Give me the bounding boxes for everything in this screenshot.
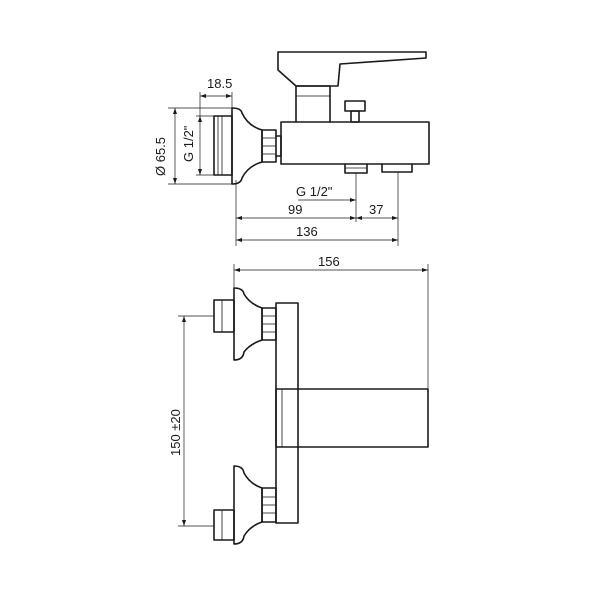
top-escutcheon-lower	[233, 465, 263, 545]
side-lever-handle	[277, 51, 427, 87]
top-view	[213, 287, 429, 545]
dim-inlet-spacing: 150 ±20	[168, 409, 183, 456]
dim-side-inlet-thread: G 1/2"	[181, 125, 196, 162]
side-diverter-stem	[350, 110, 360, 123]
top-view-dimensions: 156 150 ±20	[168, 254, 429, 527]
top-escutcheon-upper	[233, 287, 263, 361]
dim-top-depth: 156	[318, 254, 340, 269]
side-view-dimensions: 18.5 Ø 65.5 G 1/2" G 1/2" 99 37	[153, 76, 399, 246]
dim-side-depth: 136	[296, 224, 318, 239]
side-hex-nut	[261, 129, 277, 163]
side-diverter-knob	[344, 100, 366, 112]
side-shower-outlet	[344, 163, 368, 174]
dim-side-thread-width: 18.5	[207, 76, 232, 91]
side-mixer-body	[280, 121, 430, 165]
side-escutcheon	[231, 107, 263, 185]
top-inlet-pipe-lower	[213, 509, 235, 541]
side-view	[213, 51, 430, 185]
top-mixer-body	[275, 302, 299, 524]
top-inlet-pipe-upper	[213, 299, 235, 333]
dim-outlet-thread: G 1/2"	[296, 184, 333, 199]
side-inlet-pipe	[213, 115, 233, 176]
dim-side-diameter: Ø 65.5	[153, 137, 168, 176]
side-cartridge-tower	[295, 85, 331, 123]
dim-outlet-offset: 37	[369, 202, 383, 217]
side-spout-outlet	[381, 163, 413, 173]
dim-inlet-to-outlet: 99	[288, 202, 302, 217]
top-spout	[275, 388, 429, 448]
